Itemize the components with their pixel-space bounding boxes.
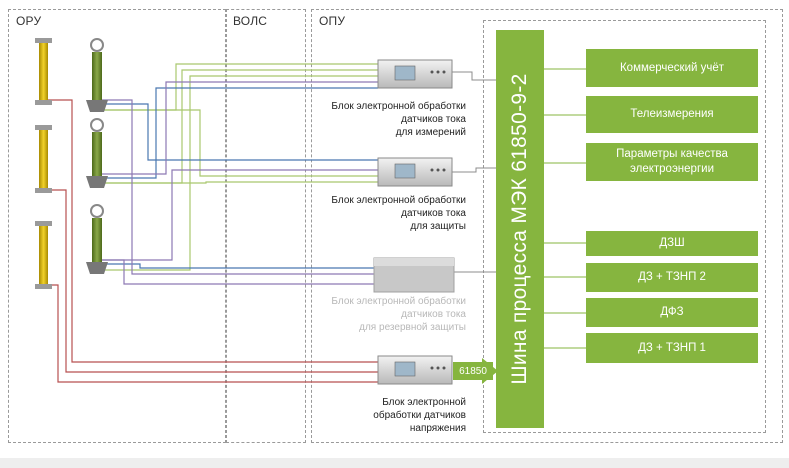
- unit-device-4: [377, 355, 453, 385]
- green-fiber-lines: [94, 63, 378, 271]
- zone-label-vols: ВОЛС: [233, 14, 268, 28]
- bottom-strip: [0, 458, 789, 468]
- function-power-quality: Параметры качества электроэнергии: [586, 143, 758, 181]
- unit-device-1: [377, 59, 453, 89]
- blue-fiber-lines: [98, 87, 378, 269]
- process-bus: [496, 30, 544, 428]
- function-commercial-metering: Коммерческий учёт: [586, 49, 758, 87]
- function-dz-tznp-1: ДЗ + ТЗНП 1: [586, 333, 758, 363]
- unit-label-measurement: Блок электронной обработки датчиков тока…: [331, 101, 466, 138]
- zone-oru: [8, 9, 226, 443]
- function-connectors: [544, 68, 586, 349]
- zone-vols: [226, 9, 306, 443]
- zone-bus-area: [483, 20, 766, 433]
- zone-label-opu: ОПУ: [319, 14, 346, 28]
- protocol-tag: 61850: [453, 362, 493, 380]
- unit-label-voltage: Блок электронной обработки датчиков напр…: [373, 397, 466, 434]
- current-sensor-3: [86, 204, 108, 274]
- function-dz-tznp-2: ДЗ + ТЗНП 2: [586, 263, 758, 292]
- current-sensor-1: [86, 38, 108, 112]
- process-bus-label: Шина процесса МЭК 61850-9-2: [508, 73, 531, 385]
- unit-device-2: [377, 157, 453, 187]
- red-fiber-lines: [48, 99, 378, 383]
- function-dfz: ДФЗ: [586, 298, 758, 327]
- zone-label-oru: ОРУ: [16, 14, 42, 28]
- unit-output-lines: [452, 71, 496, 273]
- unit-label-backup-protection: Блок электронной обработки датчиков тока…: [331, 296, 466, 333]
- zone-opu: [311, 9, 783, 443]
- current-sensor-2: [86, 118, 108, 188]
- voltage-sensor-1: [35, 38, 52, 105]
- voltage-sensor-3: [35, 221, 52, 289]
- unit-device-3: [373, 257, 455, 293]
- voltage-sensor-2: [35, 125, 52, 193]
- function-dzsh: ДЗШ: [586, 231, 758, 256]
- unit-label-protection: Блок электронной обработки датчиков тока…: [331, 195, 466, 232]
- purple-fiber-lines: [100, 81, 378, 285]
- function-telemetry: Телеизмерения: [586, 96, 758, 133]
